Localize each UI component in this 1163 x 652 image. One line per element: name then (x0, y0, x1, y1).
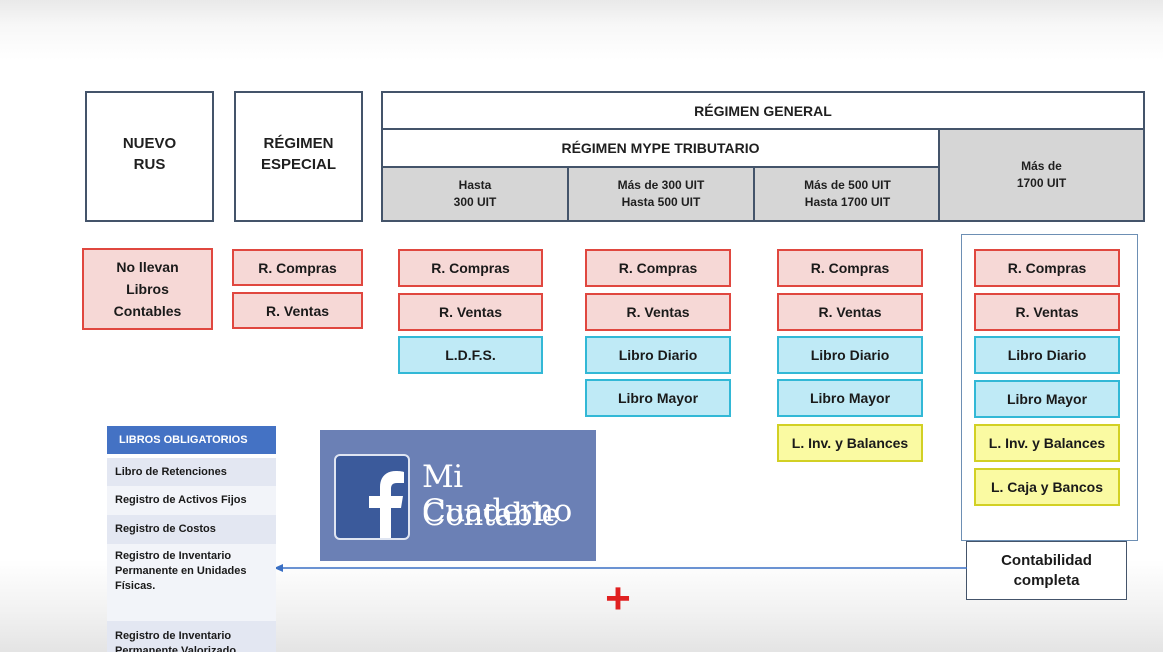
libros-obligatorios-title: LIBROS OBLIGATORIOS (107, 426, 276, 454)
box-m500-r-compras: R. Compras (777, 249, 923, 287)
facebook-icon (334, 454, 410, 540)
libros-item: Registro de Inventario Permanente en Uni… (107, 544, 276, 621)
header-mype-tributario: RÉGIMEN MYPE TRIBUTARIO (381, 128, 940, 168)
box-m1700-l-caja-bancos: L. Caja y Bancos (974, 468, 1120, 506)
header-nuevo-rus: NUEVO RUS (85, 91, 214, 222)
header-mas-300-hasta-500: Más de 300 UIT Hasta 500 UIT (567, 166, 755, 222)
promo-panel: Mi Cuaderno Contable (320, 430, 596, 561)
header-hasta-300: Hasta 300 UIT (381, 166, 569, 222)
box-h300-r-ventas: R. Ventas (398, 293, 543, 331)
box-m500-libro-mayor: Libro Mayor (777, 379, 923, 417)
libros-item: Registro de Activos Fijos (107, 486, 276, 515)
box-m1700-l-inv-balances: L. Inv. y Balances (974, 424, 1120, 462)
libros-obligatorios-panel: LIBROS OBLIGATORIOS Libro de Retenciones… (107, 426, 276, 652)
header-regimen-general: RÉGIMEN GENERAL (381, 91, 1145, 130)
box-m300-libro-diario: Libro Diario (585, 336, 731, 374)
promo-title-line2: Contable (422, 497, 560, 533)
box-m500-libro-diario: Libro Diario (777, 336, 923, 374)
box-m1700-libro-diario: Libro Diario (974, 336, 1120, 374)
box-m300-libro-mayor: Libro Mayor (585, 379, 731, 417)
box-especial-r-ventas: R. Ventas (232, 292, 363, 329)
box-no-llevan-libros: No llevan Libros Contables (82, 248, 213, 330)
header-regimen-especial: RÉGIMEN ESPECIAL (234, 91, 363, 222)
promo-title-line1: Mi Cuaderno (422, 459, 572, 529)
box-m1700-r-compras: R. Compras (974, 249, 1120, 287)
box-m1700-libro-mayor: Libro Mayor (974, 380, 1120, 418)
libros-item: Registro de Costos (107, 515, 276, 544)
header-mas-1700: Más de 1700 UIT (938, 128, 1145, 222)
box-m300-r-ventas: R. Ventas (585, 293, 731, 331)
connector-arrow (274, 564, 967, 572)
plus-symbol: + (605, 574, 631, 623)
libros-item: Libro de Retenciones (107, 458, 276, 486)
box-m500-l-inv-balances: L. Inv. y Balances (777, 424, 923, 462)
box-m500-r-ventas: R. Ventas (777, 293, 923, 331)
frame-contabilidad-completa (961, 234, 1138, 541)
libros-item: Registro de Inventario Permanente Valori… (107, 621, 276, 652)
label-contabilidad-completa: Contabilidad completa (966, 541, 1127, 600)
box-h300-r-compras: R. Compras (398, 249, 543, 287)
box-m300-r-compras: R. Compras (585, 249, 731, 287)
box-h300-ldfs: L.D.F.S. (398, 336, 543, 374)
box-especial-r-compras: R. Compras (232, 249, 363, 286)
box-m1700-r-ventas: R. Ventas (974, 293, 1120, 331)
header-mas-500-hasta-1700: Más de 500 UIT Hasta 1700 UIT (753, 166, 942, 222)
